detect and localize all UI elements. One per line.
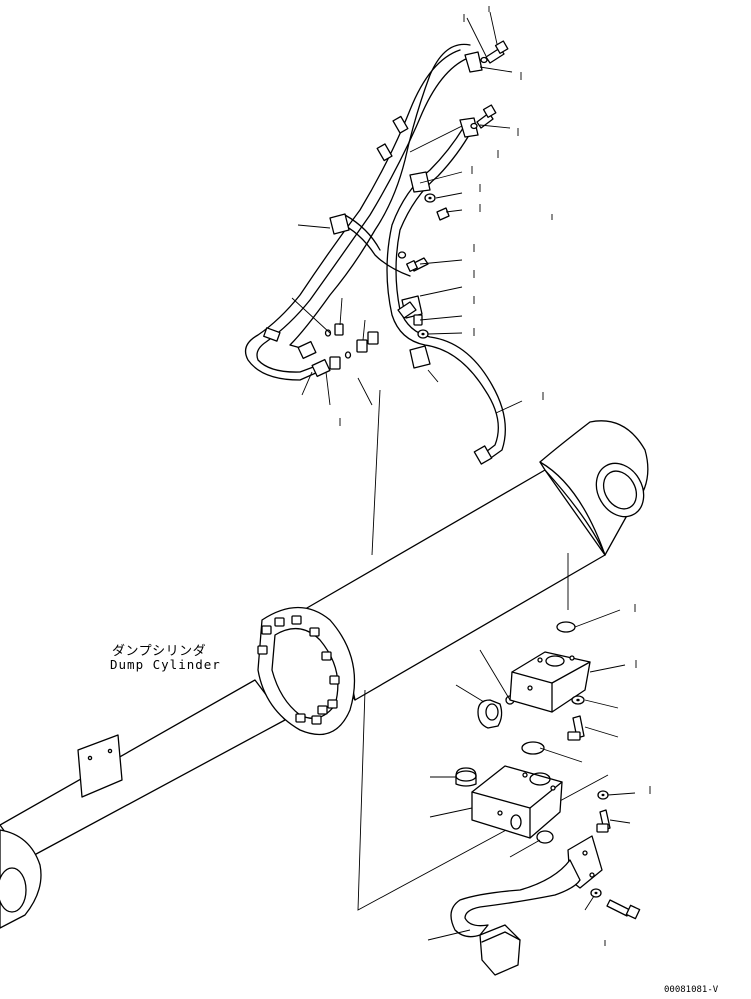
callout-leaders	[291, 11, 636, 941]
lower-valve-block	[471, 765, 563, 839]
dump-cylinder	[0, 420, 649, 929]
hose-fitting-1	[297, 340, 317, 360]
hose-clamps	[329, 51, 483, 369]
hose-fitting-2	[311, 358, 331, 378]
cap	[455, 767, 477, 787]
callout-marks	[339, 6, 651, 946]
pipe-end-block	[479, 924, 521, 976]
component-label-english: Dump Cylinder	[110, 657, 221, 672]
hose-hardware	[324, 40, 509, 370]
plug	[477, 699, 503, 729]
o-ring-1	[556, 621, 576, 633]
cylinder-bottom	[539, 420, 649, 556]
flange-bolts	[257, 615, 340, 725]
o-ring-3	[536, 830, 554, 844]
drawing-code: 00081081-V	[664, 985, 719, 995]
component-label-japanese: ダンプシリンダ	[112, 644, 207, 659]
hose-end-fitting	[473, 445, 493, 465]
elbow-pipe	[450, 859, 581, 938]
valve-assembly	[450, 621, 641, 976]
bottom-eye-bore	[595, 462, 645, 518]
rod-eye-bore	[0, 867, 27, 913]
cylinder-rod	[0, 679, 286, 861]
o-ring-2	[521, 741, 545, 755]
hydraulic-hoses	[244, 43, 506, 465]
